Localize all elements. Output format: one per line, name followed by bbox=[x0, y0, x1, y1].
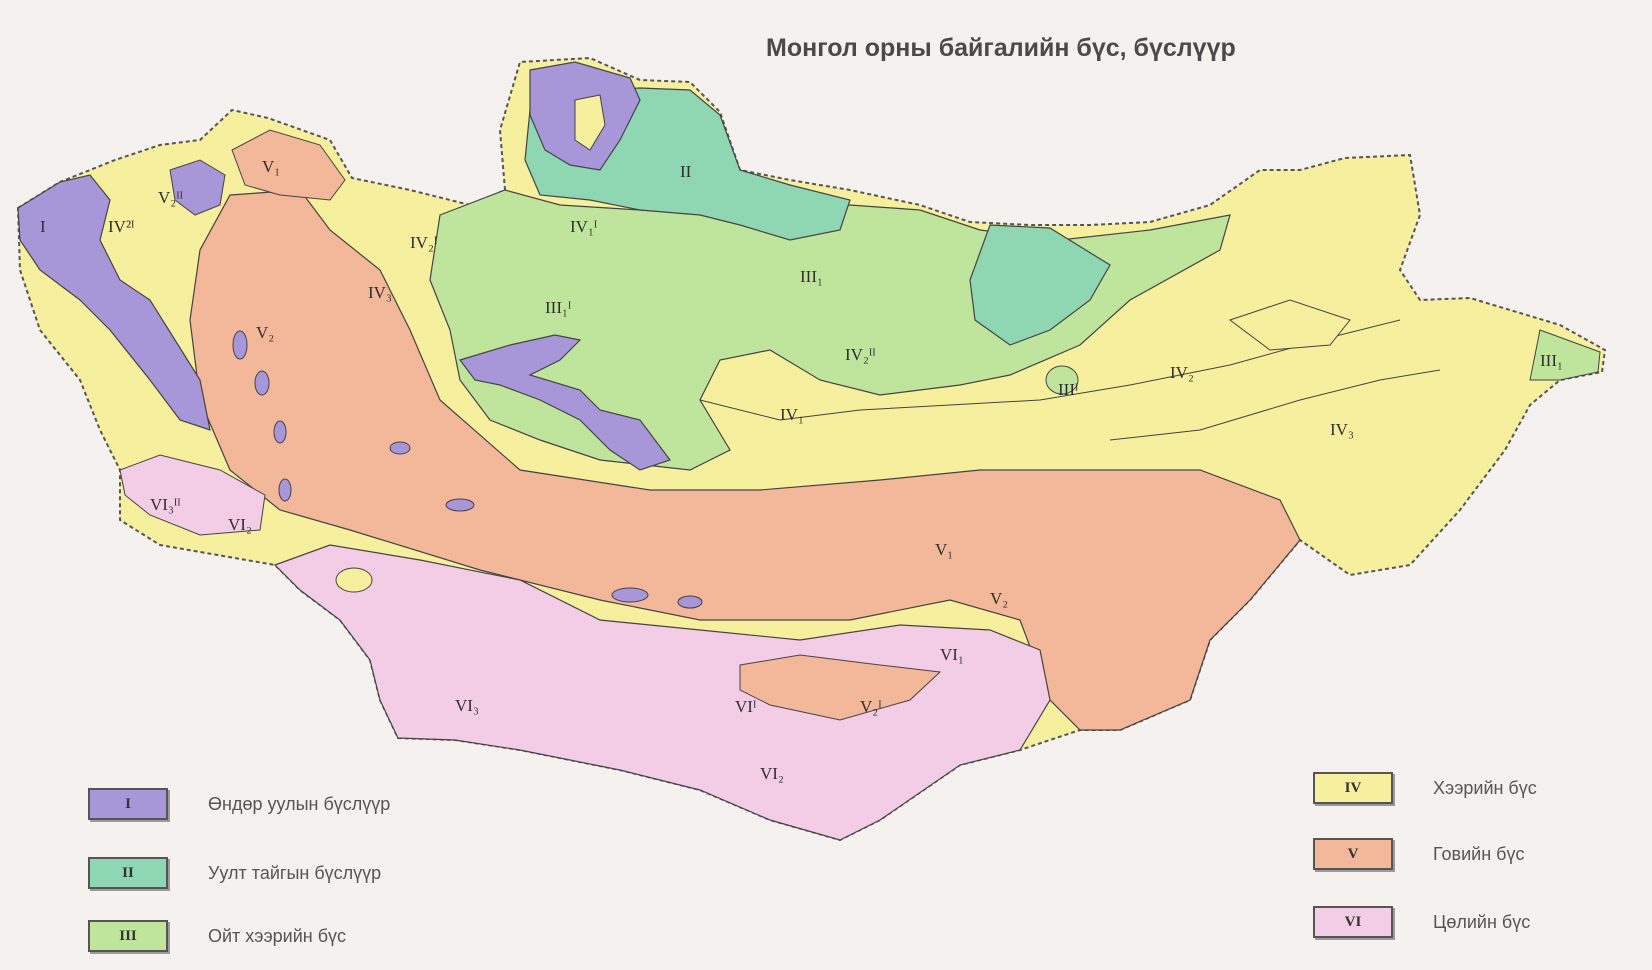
legend-item-iii: III Ойт хээрийн бүс bbox=[88, 920, 346, 952]
zone-iv-khuvsgul-patch bbox=[574, 94, 606, 151]
zone-v1-northwest bbox=[231, 129, 346, 201]
zone-ii-khentii bbox=[969, 224, 1111, 346]
zone-label: V₁ bbox=[262, 157, 280, 176]
zone-label: V₂ bbox=[990, 589, 1008, 608]
zone-v-island bbox=[739, 654, 942, 721]
divider-3 bbox=[1228, 299, 1351, 351]
zone-label: IIIᴵ bbox=[1058, 380, 1079, 399]
lake-2 bbox=[254, 370, 270, 396]
legend-swatch-vi: VI bbox=[1313, 906, 1393, 938]
zone-label: VI₁ bbox=[940, 645, 964, 664]
legend-item-v: V Говийн бүс bbox=[1313, 838, 1524, 870]
zone-label: IV₂ᴵᴵ bbox=[845, 345, 876, 364]
zone-label: VI₃ᴵᴵ bbox=[150, 495, 181, 514]
legend-swatch-ii: II bbox=[88, 857, 168, 889]
lake-4 bbox=[278, 478, 292, 502]
zone-label: VI₂ bbox=[760, 764, 784, 783]
zone-i-khangai bbox=[459, 334, 671, 471]
legend-swatch-i: I bbox=[88, 788, 168, 820]
zone-label: III₁ᴵ bbox=[545, 298, 572, 317]
legend-label-v: Говийн бүс bbox=[1433, 843, 1525, 864]
lake-5 bbox=[389, 441, 411, 455]
zone-v-gobi bbox=[189, 189, 1301, 731]
zone-label: IV₁ bbox=[780, 405, 804, 424]
zone-label: II bbox=[680, 162, 692, 181]
zone-label: III₁ bbox=[1540, 351, 1563, 370]
zone-i-altai bbox=[17, 174, 211, 431]
lake-1 bbox=[232, 330, 248, 360]
zone-vi-desert bbox=[273, 544, 1051, 841]
zone-label: VI₂ bbox=[228, 515, 252, 534]
zone-label: IV₂ᴵ bbox=[410, 233, 438, 252]
legend-swatch-v: V bbox=[1313, 838, 1393, 870]
zone-label: V₁ bbox=[935, 540, 953, 559]
legend-swatch-iv: IV bbox=[1313, 772, 1393, 804]
zone-label: III₁ bbox=[800, 267, 823, 286]
map-title: Монгол орны байгалийн бүс, бүслүүр bbox=[766, 34, 1236, 62]
legend-item-vi: VI Цөлийн бүс bbox=[1313, 906, 1530, 938]
zone-label: IV₃ bbox=[368, 283, 392, 302]
zone-vi-west bbox=[119, 454, 266, 536]
lake-3 bbox=[273, 420, 287, 444]
lake-9 bbox=[677, 595, 703, 609]
lake-8 bbox=[611, 587, 649, 603]
lake-7 bbox=[335, 567, 373, 593]
legend-item-i: I Өндөр уулын бүслүүр bbox=[88, 788, 390, 820]
zone-label: VIᴵ bbox=[735, 697, 757, 716]
legend-label-iv: Хээрийн бүс bbox=[1433, 777, 1537, 798]
zone-label: IV₁ᴵ bbox=[570, 217, 598, 236]
legend-label-i: Өндөр уулын бүслүүр bbox=[208, 793, 391, 814]
zone-label: V₂ᴵ bbox=[860, 697, 882, 716]
zone-label: IV₂ bbox=[1170, 363, 1194, 382]
legend-label-vi: Цөлийн бүс bbox=[1433, 911, 1531, 932]
divider-2 bbox=[1109, 369, 1441, 441]
legend-item-iv: IV Хээрийн бүс bbox=[1313, 772, 1537, 804]
legend-label-ii: Уулт тайгын бүслүүр bbox=[208, 862, 382, 883]
zone-label: IV²ᴵ bbox=[108, 217, 135, 236]
legend-item-ii: II Уулт тайгын бүслүүр bbox=[88, 857, 381, 889]
legend-swatch-iii: III bbox=[88, 920, 168, 952]
zone-label: VI₃ bbox=[455, 696, 479, 715]
legend-label-iii: Ойт хээрийн бүс bbox=[208, 925, 347, 946]
lake-6 bbox=[445, 498, 475, 512]
zone-label: IV₃ bbox=[1330, 420, 1354, 439]
zone-i-altai-north bbox=[169, 159, 226, 216]
zone-label: V₂ bbox=[256, 323, 274, 342]
lake-10 bbox=[1045, 365, 1079, 395]
zone-iii-east bbox=[1529, 329, 1601, 381]
zone-label: I bbox=[40, 217, 46, 236]
zone-label: V₂ᴵᴵ bbox=[158, 188, 184, 207]
